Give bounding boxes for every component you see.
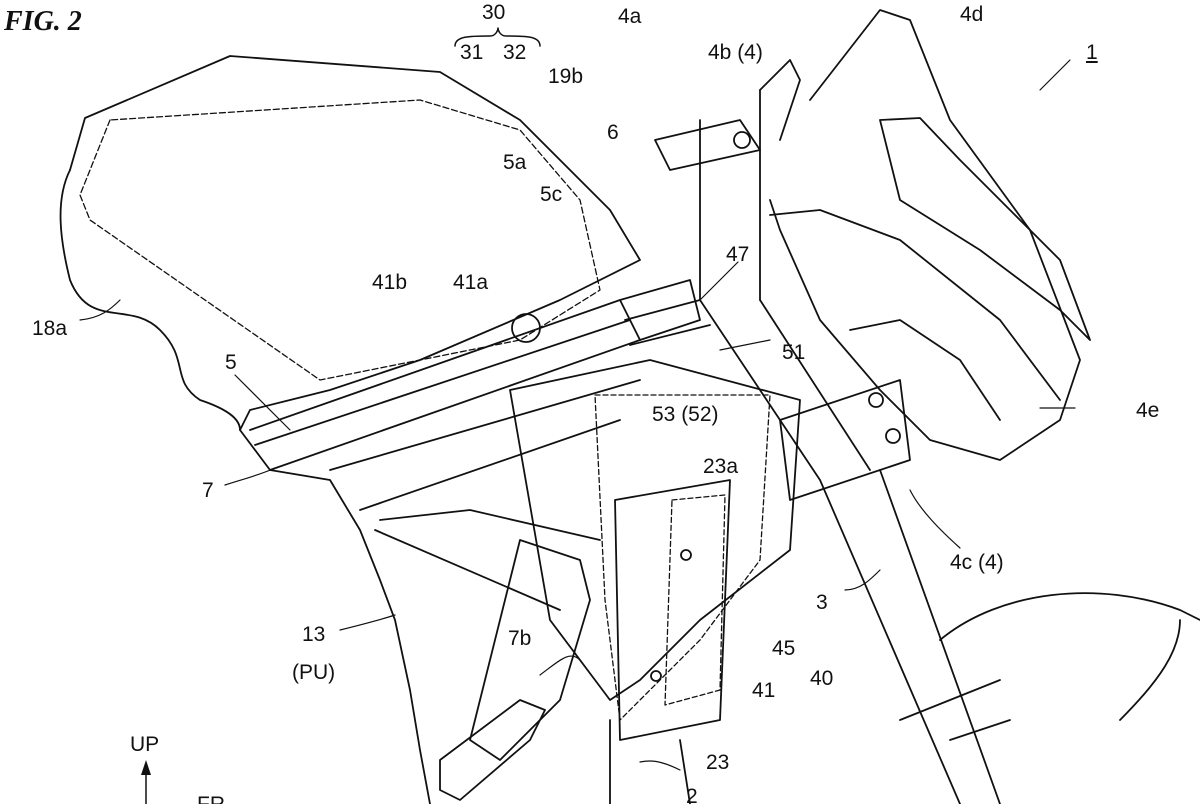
label-4a: 4a [618,5,642,28]
label-41b: 41b [372,271,408,294]
label-1: 1 [1086,41,1098,64]
label-5a: 5a [503,151,527,174]
label-41a: 41a [453,271,489,294]
label-23: 23 [706,751,730,774]
label-7: 7 [202,479,214,502]
label-40: 40 [810,667,834,690]
label-53-52: 53 (52) [652,403,719,426]
label-3: 3 [816,591,828,614]
label-41: 41 [752,679,776,702]
handle [439,699,546,801]
label-5c: 5c [540,183,563,206]
label-4d: 4d [960,3,984,26]
cover-outline [69,55,641,804]
label-7b: 7b [508,627,532,650]
label-4c: 4c (4) [950,551,1004,574]
cowl [769,9,1081,461]
label-51: 51 [782,341,806,364]
label-30: 30 [482,1,506,24]
label-13: 13 [302,623,326,646]
label-18a: 18a [32,317,68,340]
clamp [779,379,911,501]
label-19b: 19b [548,65,584,88]
inner-panel [79,99,601,381]
label-5: 5 [225,351,237,374]
label-32: 32 [503,41,527,64]
label-23a: 23a [703,455,739,478]
label-47: 47 [726,243,750,266]
front-fork [699,299,1001,804]
figure-title: FIG. 2 [4,6,82,37]
direction-up: UP [130,733,160,756]
label-4b: 4b (4) [708,41,763,64]
guard-41 [509,359,801,701]
plate-23 [614,479,731,741]
label-pu: (PU) [292,661,336,684]
label-45: 45 [772,637,796,660]
direction-fr: FR [197,794,225,804]
label-2: 2 [686,785,698,804]
label-6: 6 [607,121,619,144]
label-31: 31 [460,41,484,64]
label-4e: 4e [1136,399,1160,422]
